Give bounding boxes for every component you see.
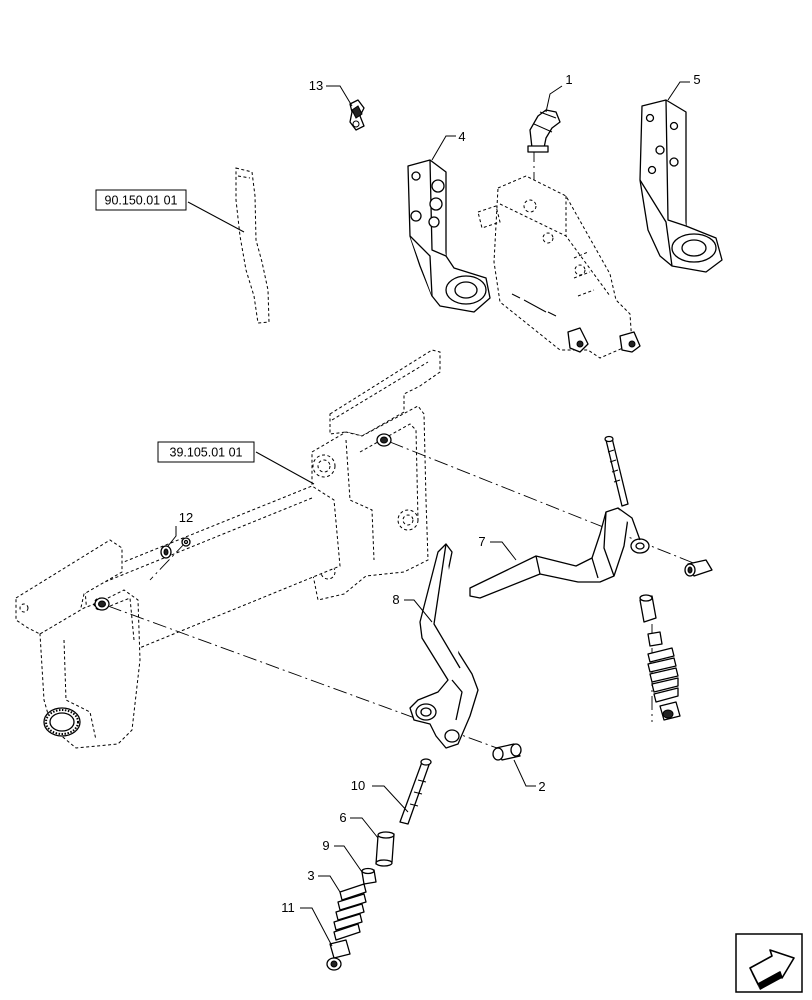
callout-4: 4 — [458, 129, 465, 144]
callout-11: 11 — [281, 900, 295, 915]
frame-bosses — [94, 433, 392, 611]
part-11-plug — [326, 939, 351, 971]
part-5-bracket — [639, 99, 723, 273]
reference-box-b[interactable]: 39.105.01 01 — [157, 441, 255, 463]
callout-1: 1 — [565, 72, 572, 87]
reference-label-b: 39.105.01 01 — [170, 446, 243, 460]
valve-fittings — [567, 327, 641, 353]
part-9-washer — [361, 867, 377, 885]
spring-stack-right — [639, 594, 681, 721]
spring-right-coils — [647, 647, 679, 703]
part-3-spring — [333, 883, 367, 941]
part-7-lever — [469, 507, 650, 599]
reference-label-a: 90.150.01 01 — [105, 194, 178, 208]
part-2-bushing — [492, 743, 522, 761]
reference-part-ghost — [235, 167, 270, 324]
next-page-arrow-icon[interactable] — [735, 933, 803, 993]
callout-10: 10 — [351, 778, 365, 793]
part-8-arm — [409, 543, 479, 749]
callout-5: 5 — [693, 72, 700, 87]
bushing-right — [684, 559, 713, 577]
part-1-elbow-fitting — [527, 109, 561, 153]
callout-labels: 1 2 3 4 5 6 7 8 9 10 11 12 13 — [179, 72, 701, 915]
callout-13: 13 — [309, 78, 323, 93]
callout-3: 3 — [307, 868, 314, 883]
part-6-sleeve — [375, 831, 395, 867]
callout-12: 12 — [179, 510, 193, 525]
callout-7: 7 — [478, 534, 485, 549]
pin-upper — [604, 435, 629, 507]
callout-2: 2 — [538, 779, 545, 794]
reference-box-a[interactable]: 90.150.01 01 — [95, 189, 187, 211]
main-frame-ghost — [15, 349, 441, 749]
callout-8: 8 — [392, 592, 399, 607]
valve-block-ghost — [477, 175, 633, 359]
callout-leaders — [167, 81, 690, 947]
part-4-bracket — [407, 159, 491, 313]
part-12-washer — [160, 537, 191, 559]
part-10-pin — [399, 758, 432, 825]
callout-9: 9 — [322, 838, 329, 853]
frame-bore — [43, 707, 81, 737]
callout-6: 6 — [339, 810, 346, 825]
part-13-clip — [349, 99, 365, 131]
